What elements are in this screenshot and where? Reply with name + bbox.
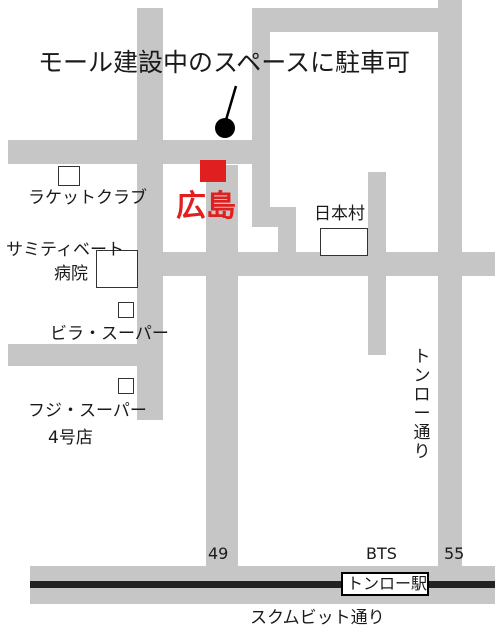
annotation-pointer (215, 85, 238, 138)
soi-55-label: 55 (444, 544, 465, 563)
road-lower-left (8, 344, 163, 366)
road-center-vertical (252, 8, 270, 216)
samitivej-label-1: サミティベート (6, 240, 124, 260)
racket-club-building (58, 166, 80, 186)
road-stub-right-down (278, 207, 296, 255)
racket-club-label: ラケットクラブ (28, 188, 147, 208)
soi-49-label: 49 (208, 544, 229, 563)
fuji-super-label-1: フジ・スーパー (28, 401, 147, 421)
samitivej-label-2: 病院 (54, 264, 88, 284)
nihonmura-label: 日本村 (314, 204, 365, 224)
bts-rail-line (30, 581, 495, 588)
road-upper-horizontal (8, 140, 270, 164)
target-marker (200, 160, 226, 182)
thonglor-street-label: ト ン ロ ー 通 り (413, 347, 431, 463)
road-thonglor (438, 0, 462, 573)
samitivej-hospital-building (96, 250, 138, 288)
road-left-vertical (206, 165, 238, 573)
thonglor-station-label: トンロー駅 (347, 574, 428, 593)
sukhumvit-street-label: スクムビット通り (250, 608, 385, 628)
parking-annotation: モール建設中のスペースに駐車可 (38, 48, 411, 77)
fuji-super-building (118, 378, 134, 394)
villa-super-label: ビラ・スーパー (50, 324, 169, 344)
nihonmura-building (320, 228, 368, 256)
road-soi-dead-end (368, 172, 386, 355)
fuji-super-label-2: 4号店 (48, 428, 93, 448)
road-middle-horizontal (137, 252, 495, 276)
thonglor-station-box: トンロー駅 (341, 572, 429, 596)
bts-label: BTS (366, 544, 397, 563)
villa-super-building (118, 302, 134, 318)
road-top-connector (268, 8, 444, 32)
target-label-hiroshima: 広島 (176, 189, 236, 224)
